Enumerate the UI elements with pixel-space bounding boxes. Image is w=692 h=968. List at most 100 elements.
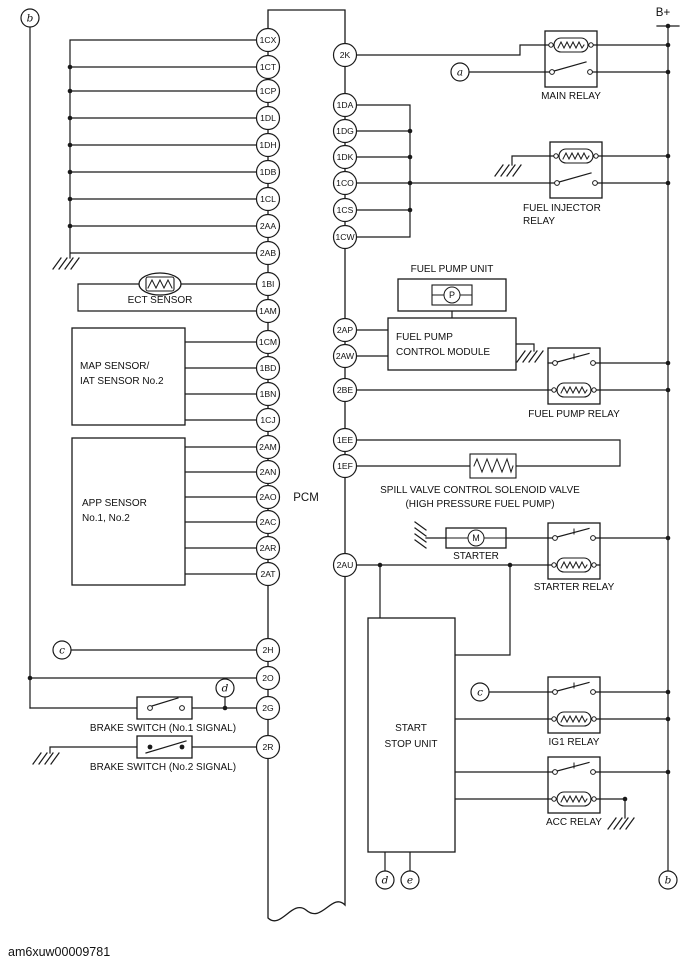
svg-text:2O: 2O (262, 673, 274, 683)
pcm-pin: 2AN (255, 459, 281, 485)
pcm-pin: 1DL (255, 105, 281, 131)
pcm-pin: 1DA (332, 92, 358, 118)
pcm-pin: 1BI (255, 271, 281, 297)
svg-text:1DG: 1DG (336, 126, 354, 136)
pcm-pin: 2K (332, 42, 358, 68)
wire-ect-sensor (77, 283, 263, 312)
pcm-pin: 1EF (332, 453, 358, 479)
pcm-pin: 2AP (332, 317, 358, 343)
svg-text:1DA: 1DA (337, 100, 354, 110)
fuel-injector-relay (549, 141, 603, 199)
pcm-pin: 1CT (255, 54, 281, 80)
ig1-relay-label: IG1 RELAY (549, 737, 600, 748)
starter-motor-letter: M (472, 533, 480, 543)
spill-valve-solenoid-symbol (469, 453, 517, 479)
fuel-injector-relay-label-2: RELAY (523, 216, 555, 227)
brake-switch-1-label: BRAKE SWITCH (No.1 SIGNAL) (90, 723, 236, 734)
pcm-pin: 2H (255, 637, 281, 663)
pcm-pin: 1BN (255, 381, 281, 407)
acc-relay (547, 756, 601, 814)
svg-text:1CT: 1CT (260, 62, 277, 72)
start-stop-unit-label-2: STOP UNIT (385, 739, 438, 750)
svg-text:2AA: 2AA (260, 221, 277, 231)
connector-b-top: b (20, 8, 40, 28)
brake-switch-2 (136, 735, 193, 759)
pcm-body (267, 9, 346, 922)
start-stop-unit-box (367, 617, 456, 853)
ground-icon (494, 164, 522, 177)
connector-c-left: c (52, 640, 72, 660)
pcm-pin: 2AO (255, 484, 281, 510)
svg-text:1CO: 1CO (336, 178, 354, 188)
svg-text:1DL: 1DL (260, 113, 276, 123)
junction-dots (27, 23, 671, 802)
ground-icon (52, 257, 80, 270)
fuel-pump-relay (547, 347, 601, 405)
pcm-pin: 1BD (255, 355, 281, 381)
wire-app-sensor (184, 446, 263, 575)
svg-text:1DB: 1DB (260, 167, 277, 177)
acc-relay-label: ACC RELAY (546, 817, 602, 828)
wire-left-rail (29, 26, 263, 709)
pcm-pin: 1CJ (255, 407, 281, 433)
pcm-pin: 1CM (255, 329, 281, 355)
ect-sensor-symbol (138, 272, 182, 296)
battery-positive-label: B+ (656, 7, 671, 19)
svg-text:2AU: 2AU (337, 560, 354, 570)
pcm-pin: 2AC (255, 509, 281, 535)
wire-injector-feed-bus (349, 104, 551, 238)
pcm-pin: 2AW (332, 343, 358, 369)
pcm-pin: 1CS (332, 197, 358, 223)
pcm-label: PCM (293, 492, 319, 504)
pcm-pin: 2AM (255, 434, 281, 460)
ground-icon (516, 350, 544, 363)
svg-text:b: b (27, 13, 34, 25)
start-stop-unit-label-1: START (395, 723, 427, 734)
ground-icon (32, 752, 60, 765)
wire-fuel-injector-relay (511, 155, 669, 184)
svg-text:b: b (665, 875, 672, 887)
connector-e-bottom: e (400, 870, 420, 890)
svg-text:2AP: 2AP (337, 325, 354, 335)
wire-fuel-pump-circuit (349, 310, 669, 391)
main-relay-label: MAIN RELAY (541, 91, 601, 102)
fuel-injector-relay-label-1: FUEL INJECTOR (523, 203, 601, 214)
pcm-pin: 1CP (255, 78, 281, 104)
svg-text:c: c (477, 687, 483, 699)
starter-motor-symbol: M (445, 527, 507, 549)
fuel-pump-module-label-1: FUEL PUMP (396, 332, 453, 343)
wire-map-sensor (184, 341, 263, 421)
svg-text:1EE: 1EE (337, 435, 354, 445)
pcm-pin: 2AR (255, 535, 281, 561)
app-sensor-label-2: No.1, No.2 (82, 513, 130, 524)
pcm-pin: 1CX (255, 27, 281, 53)
app-sensor-label-1: APP SENSOR (82, 498, 147, 509)
pcm-pin: 1DB (255, 159, 281, 185)
wire-main-relay-circuit (349, 44, 669, 73)
ground-icon (607, 817, 635, 830)
svg-text:1CM: 1CM (259, 337, 277, 347)
pcm-pin: 2AU (332, 552, 358, 578)
pcm-pin: 2BE (332, 377, 358, 403)
wire-ig1-acc-circuit (454, 691, 669, 819)
wire-start-stop-unit-bottom (384, 851, 411, 872)
svg-text:1CJ: 1CJ (260, 415, 275, 425)
wire-left-sensor-ground-bus (69, 39, 263, 259)
starter-label: STARTER (453, 551, 499, 562)
svg-text:2AN: 2AN (260, 467, 277, 477)
svg-text:1CL: 1CL (260, 194, 276, 204)
svg-text:2AB: 2AB (260, 248, 277, 258)
svg-text:2AC: 2AC (260, 517, 277, 527)
pcm-pin: 2AT (255, 561, 281, 587)
pcm-pin: 2R (255, 734, 281, 760)
map-iat-sensor-box (71, 327, 186, 426)
fuel-pump-module-label-2: CONTROL MODULE (396, 347, 490, 358)
svg-text:1BI: 1BI (262, 279, 275, 289)
ect-sensor-label: ECT SENSOR (128, 295, 193, 306)
svg-text:2K: 2K (340, 50, 351, 60)
svg-text:1EF: 1EF (337, 461, 353, 471)
map-sensor-label-1: MAP SENSOR/ (80, 361, 149, 372)
wire-spill-valve (349, 439, 621, 467)
pcm-pins-right: 2K 1DA 1DG 1DK 1CO 1CS 1CW 2AP 2AW 2BE 1… (332, 42, 358, 578)
